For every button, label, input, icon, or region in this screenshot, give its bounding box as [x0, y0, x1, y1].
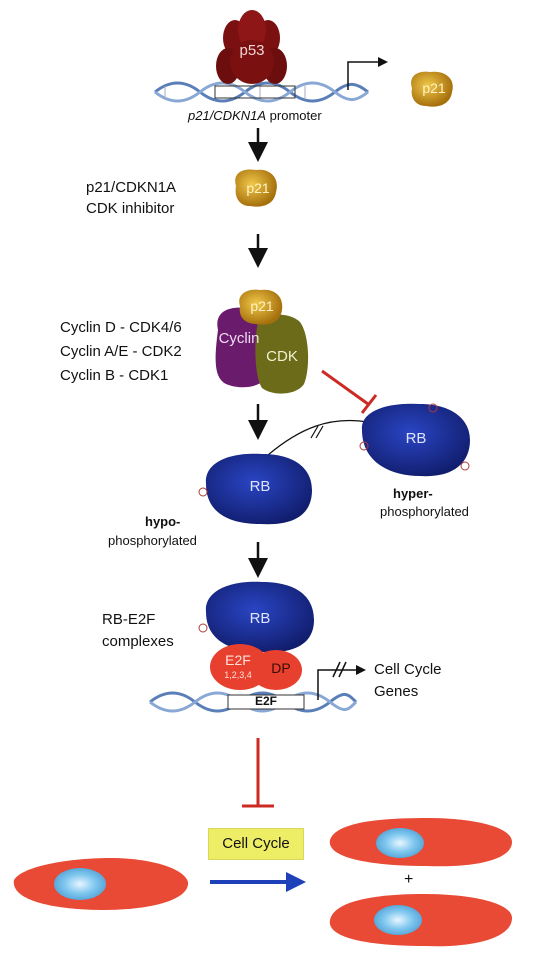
cdk-label: CDK	[266, 348, 298, 365]
inhibitor-line-2: CDK inhibitor	[86, 200, 175, 217]
p21-label-complex: p21	[250, 298, 274, 314]
cell-cycle-genes-line-2: Genes	[374, 683, 419, 700]
phospho-site-hyper-1	[428, 403, 438, 413]
promoter-label: p21/CDKN1A promoter	[188, 106, 322, 126]
cyclin-cdk-pair-1: Cyclin D - CDK4/6	[60, 319, 182, 336]
daughter-cell-bottom	[329, 894, 512, 947]
p21-label-mid: p21	[246, 180, 270, 196]
hyper-label-rest: phosphorylated	[380, 504, 469, 519]
phospho-site-rb-e2f	[198, 623, 208, 633]
cell-cycle-box: Cell Cycle	[208, 828, 304, 860]
p21-protein-mid	[235, 169, 277, 207]
rb-e2f-complex	[205, 581, 314, 690]
daughter-cell-top	[329, 818, 512, 867]
transcription-start-arrow-top	[347, 57, 388, 90]
rb-e2f-label-2: complexes	[102, 633, 174, 650]
dna-helix-bottom	[149, 691, 358, 713]
p21-protein-top	[411, 71, 453, 107]
promoter-word: promoter	[269, 108, 322, 123]
p53-protein	[216, 10, 287, 84]
phospho-site-hyper-2	[359, 441, 369, 451]
transcription-arrow-blocked	[317, 661, 366, 700]
cell-cycle-genes-line-1: Cell Cycle	[374, 661, 442, 678]
inhibition-to-hyper-rb	[321, 369, 378, 414]
phospho-site-hypo	[198, 487, 208, 497]
rb-label-hyper: RB	[405, 430, 427, 447]
dp-label: DP	[271, 660, 291, 676]
parent-cell	[13, 858, 189, 910]
rb-e2f-label-1: RB-E2F	[102, 611, 156, 628]
hypo-label-rest: phosphorylated	[108, 533, 197, 548]
cyclin-label: Cyclin	[218, 330, 260, 347]
e2f-label: E2F	[225, 652, 251, 668]
rb-hypophosphorylated	[205, 453, 312, 525]
p53-label: p53	[239, 42, 265, 59]
plus-sign: +	[404, 871, 414, 888]
rb-hyperphosphorylated	[361, 403, 470, 477]
phosphorylation-arrow	[267, 417, 374, 456]
hypo-label-bold: hypo-	[145, 514, 181, 529]
dna-helix-top	[154, 81, 369, 103]
inhibition-of-cell-cycle	[242, 738, 274, 808]
promoter-gene-name: p21/CDKN1A	[188, 108, 267, 123]
cell-cycle-arrow	[210, 872, 306, 892]
cyclin-cdk-pair-3: Cyclin B - CDK1	[60, 367, 169, 384]
phospho-site-hyper-3	[460, 461, 470, 471]
e2f-subtypes-label: 1,2,3,4	[224, 670, 252, 680]
hyper-label-bold: hyper-	[393, 486, 433, 501]
rb-label-complex: RB	[249, 610, 271, 627]
inhibitor-line-1: p21/CDKN1A	[86, 179, 177, 196]
cyclin-cdk-pair-2: Cyclin A/E - CDK2	[60, 343, 182, 360]
cyclin-cdk-complex	[215, 289, 309, 394]
e2f-box-label: E2F	[254, 694, 277, 708]
p21-label-top: p21	[422, 80, 446, 96]
rb-label-hypo: RB	[249, 478, 271, 495]
